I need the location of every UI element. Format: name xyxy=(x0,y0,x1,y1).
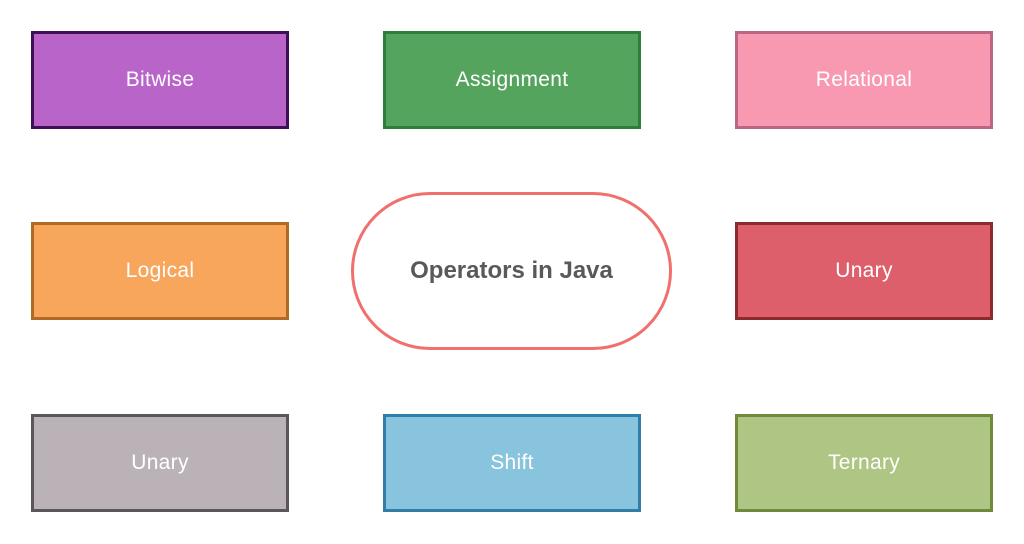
node-label: Shift xyxy=(490,451,534,474)
center-node-operators-in-java: Operators in Java xyxy=(351,192,672,350)
node-assignment: Assignment xyxy=(383,31,641,129)
node-label: Unary xyxy=(131,451,189,474)
node-label: Logical xyxy=(125,259,195,282)
diagram-title: Operators in Java xyxy=(410,257,613,284)
node-bitwise: Bitwise xyxy=(31,31,289,129)
node-logical: Logical xyxy=(31,222,289,320)
node-label: Relational xyxy=(815,68,913,91)
node-label: Bitwise xyxy=(125,68,195,91)
node-ternary: Ternary xyxy=(735,414,993,512)
node-relational: Relational xyxy=(735,31,993,129)
node-unary-right: Unary xyxy=(735,222,993,320)
node-label: Unary xyxy=(835,259,893,282)
node-label: Ternary xyxy=(827,451,901,474)
node-shift: Shift xyxy=(383,414,641,512)
node-label: Assignment xyxy=(455,68,569,91)
node-unary-bottom: Unary xyxy=(31,414,289,512)
